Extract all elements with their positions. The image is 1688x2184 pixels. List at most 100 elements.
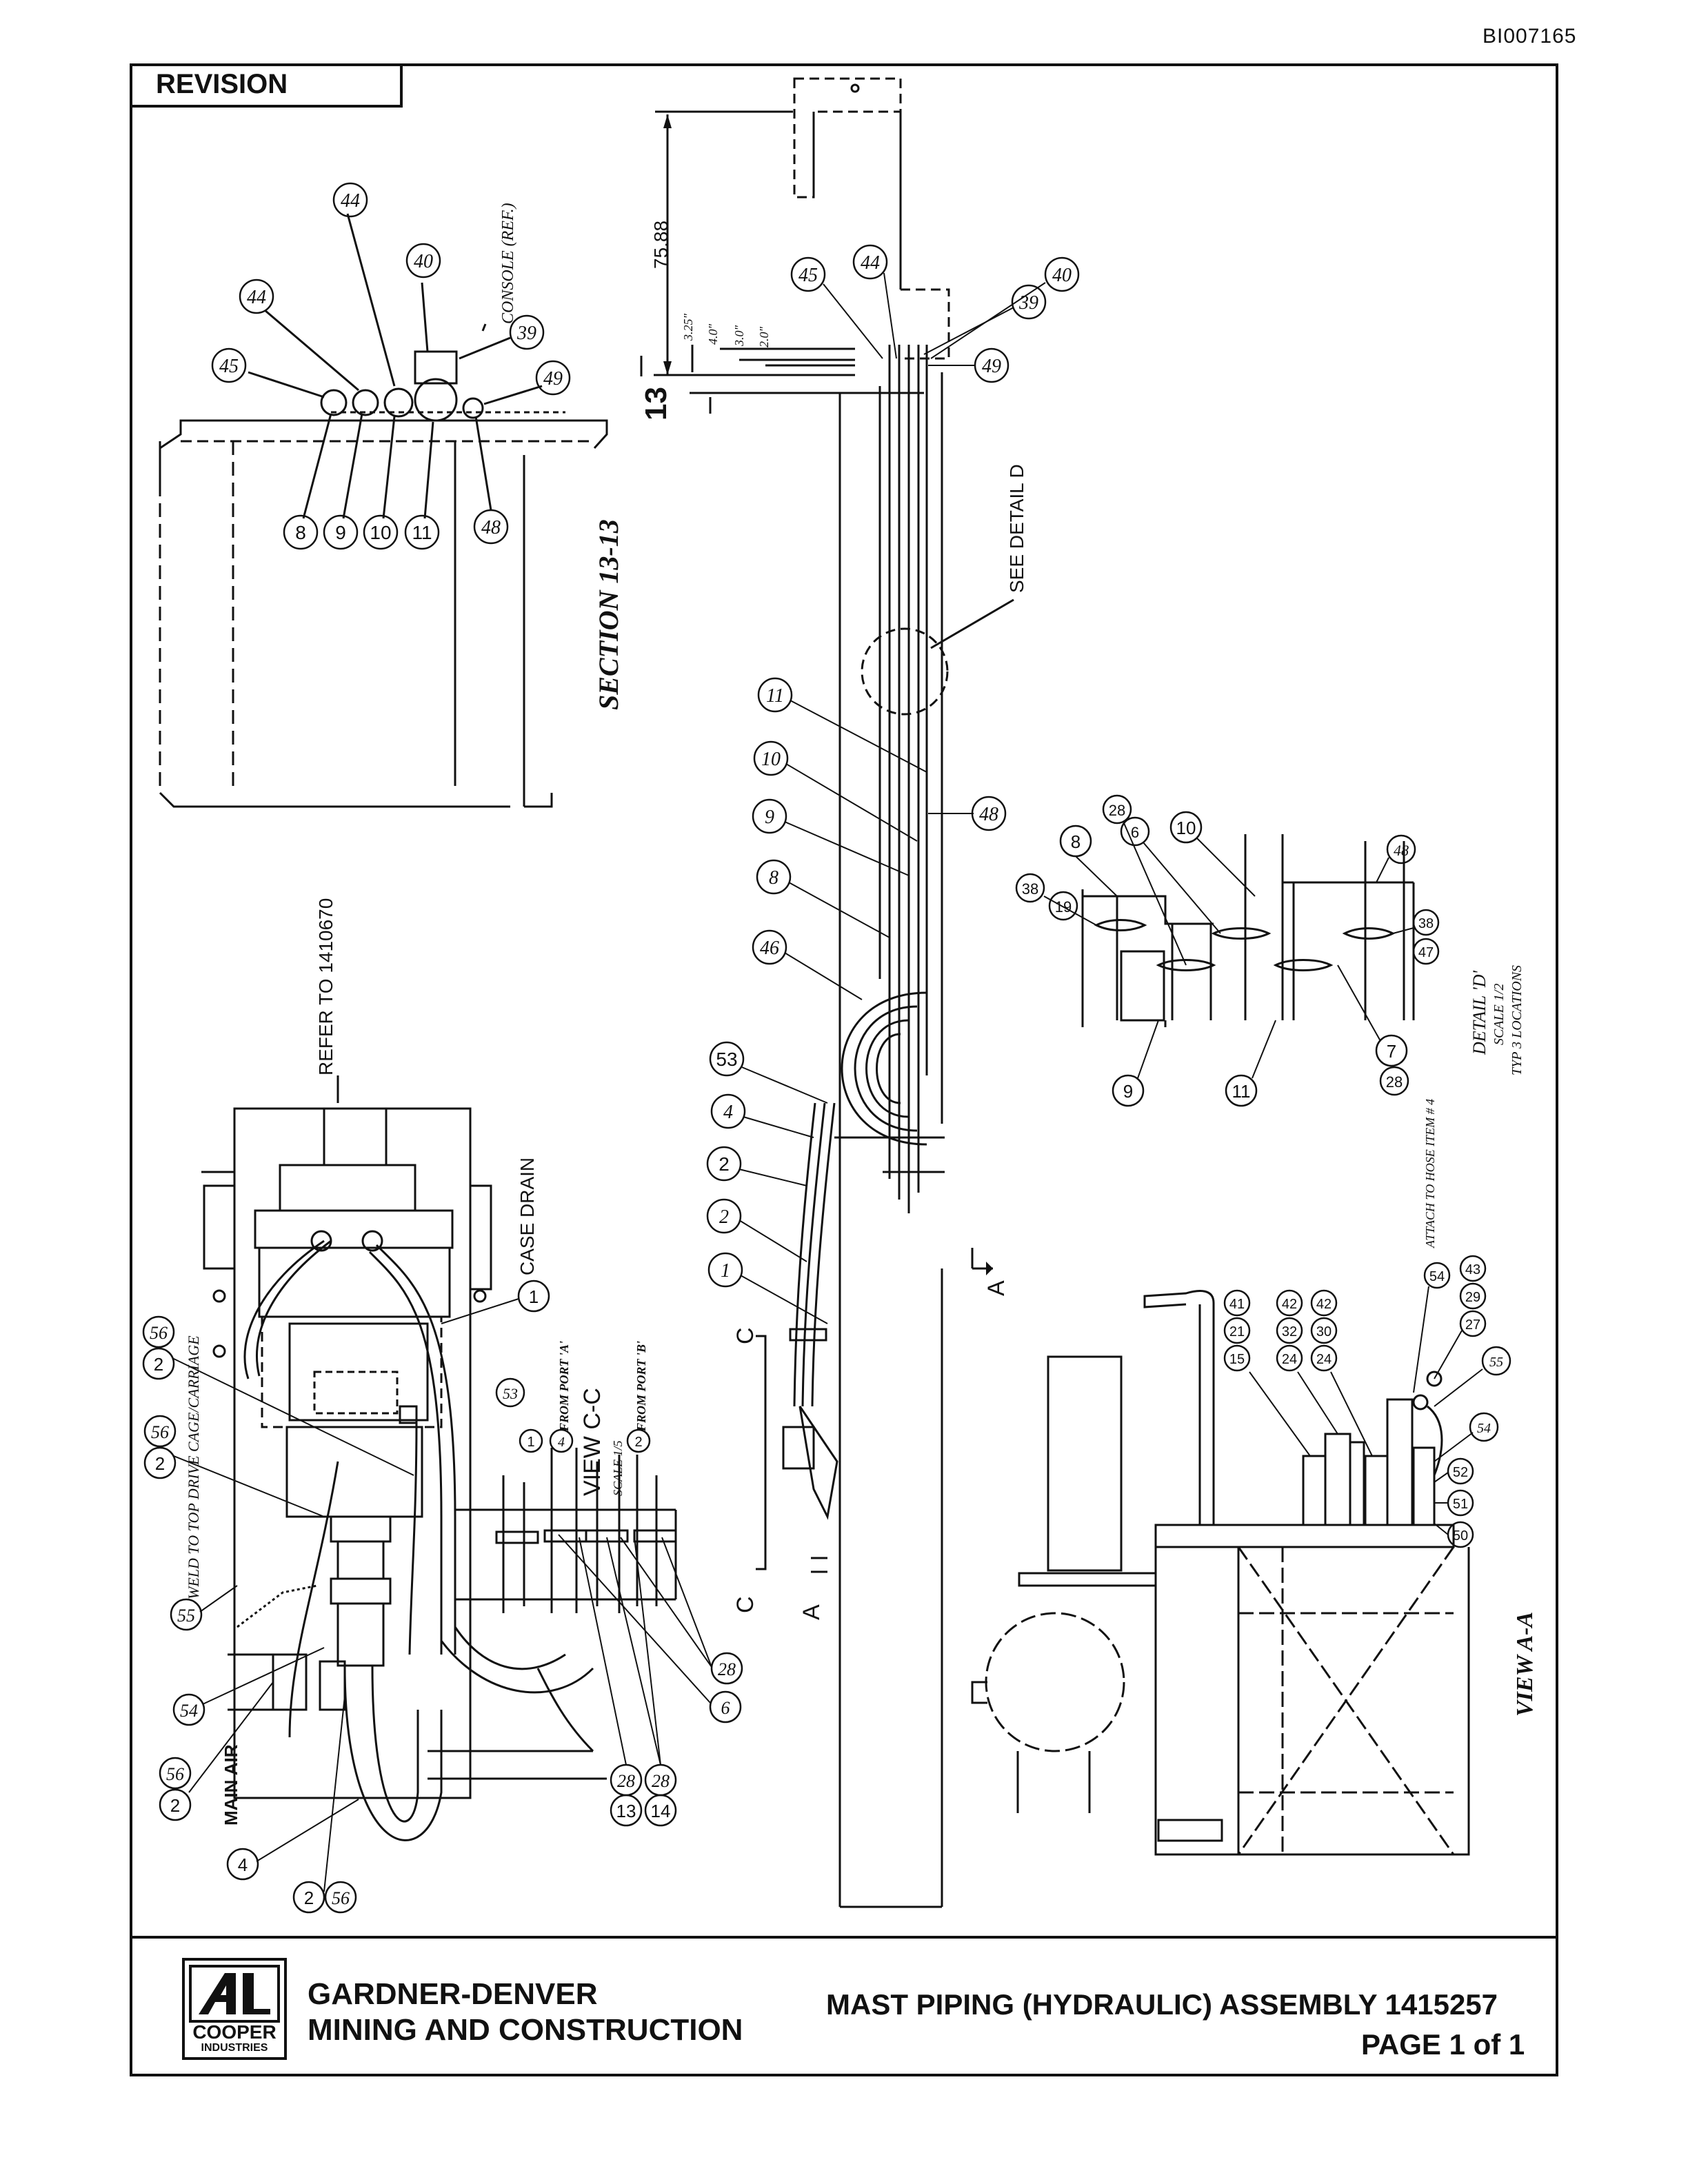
balloon-label: 24 [1282, 1352, 1297, 1367]
balloon-label: 42 [1282, 1297, 1297, 1312]
balloon-label: 47 [1418, 945, 1434, 960]
section-13-13-title: SECTION 13-13 [593, 519, 624, 710]
balloon-label: 56 [151, 1422, 169, 1442]
weld-note: WELD TO TOP DRIVE CAGE/CARRIAGE [185, 1335, 202, 1599]
detail-d-note: TYP 3 LOCATIONS [1509, 965, 1525, 1075]
balloon-label: 10 [370, 522, 391, 543]
balloon-label: 28 [652, 1771, 670, 1791]
hydraulic-leaders [172, 1298, 712, 1892]
balloon-label: 8 [769, 867, 778, 889]
balloon-label: 14 [651, 1801, 671, 1821]
balloon-label: 11 [412, 522, 432, 543]
detail-d-leaders [1043, 822, 1414, 1079]
balloon-label: 56 [332, 1888, 350, 1908]
balloon-label: 52 [1453, 1465, 1468, 1480]
balloon-label: 2 [719, 1153, 730, 1175]
dimension-main: 75.88 [650, 221, 672, 269]
cut-mark-a-left: A [798, 1604, 825, 1620]
balloon-label: 38 [1418, 916, 1434, 931]
from-port-b-note: FROM PORT 'B' [634, 1341, 648, 1432]
section-13-13-view [159, 213, 608, 808]
balloon-label: 54 [180, 1701, 198, 1721]
balloon-label: 40 [414, 251, 433, 272]
assembly-title: MAST PIPING (HYDRAULIC) ASSEMBLY 1415257 [826, 1988, 1498, 2021]
balloon-label: 28 [1386, 1073, 1403, 1091]
balloon-label: 55 [177, 1606, 195, 1626]
balloon-label: 53 [716, 1049, 737, 1070]
balloon-label: 11 [766, 685, 784, 707]
drawing-canvas: 44 40 44 39 45 49 8 9 10 11 48 CONSOLE (… [142, 77, 1538, 1914]
logo-text-1: COOPER [192, 2021, 277, 2043]
view-a-a [971, 1290, 1470, 1856]
balloon-label: 41 [1229, 1297, 1245, 1312]
from-port-a-note: FROM PORT 'A' [557, 1341, 571, 1432]
balloon-label: 9 [1123, 1081, 1133, 1102]
balloon-label: 4 [558, 1435, 565, 1450]
mast-leaders [738, 272, 1046, 1324]
balloon-label: 2 [719, 1206, 729, 1228]
balloon-label: 39 [1018, 292, 1038, 314]
document-id: BI007165 [1483, 25, 1577, 48]
balloon-label: 10 [1176, 818, 1196, 838]
balloon-label: 39 [516, 323, 536, 344]
balloon-label: 11 [1232, 1081, 1251, 1102]
balloon-label: 13 [616, 1801, 636, 1821]
balloon-label: 45 [219, 356, 239, 377]
mast-elevation-balloons: 45 44 39 40 49 11 10 9 8 46 48 53 4 2 2 … [706, 244, 1080, 1288]
balloon-label: 28 [617, 1771, 635, 1791]
view-a-a-title: VIEW A-A [1512, 1612, 1538, 1717]
balloon-label: 54 [1429, 1269, 1445, 1284]
balloon-label: 21 [1229, 1324, 1245, 1339]
balloon-label: 2 [304, 1888, 314, 1908]
refer-note: REFER TO 1410670 [315, 898, 336, 1075]
balloon-label: 1 [527, 1435, 534, 1450]
detail-d-scale: SCALE 1/2 [1491, 984, 1507, 1045]
balloon-label: 10 [761, 749, 781, 770]
balloon-label: 4 [238, 1854, 248, 1875]
company-name-line-2: MINING AND CONSTRUCTION [308, 2013, 743, 2047]
balloon-label: 28 [1109, 802, 1125, 819]
attach-note: ATTACH TO HOSE ITEM # 4 [1423, 1099, 1437, 1248]
balloon-label: 48 [481, 517, 501, 538]
logo-text-2: INDUSTRIES [201, 2042, 268, 2054]
balloon-label: 44 [341, 190, 360, 212]
balloon-label: 48 [1394, 842, 1409, 859]
main-air-label: MAIN AIR [221, 1744, 241, 1826]
dimension-4: 2.0" [757, 327, 771, 348]
logo-glyph-icon [199, 1973, 270, 2014]
page-number: PAGE 1 of 1 [1361, 2028, 1525, 2061]
section-mark-13: 13 [639, 387, 673, 421]
balloon-label: 46 [760, 938, 779, 959]
balloon-label: 29 [1465, 1290, 1480, 1305]
balloon-label: 8 [1071, 831, 1081, 852]
hydraulic-balloons: 1 2 56 2 56 55 54 2 56 4 2 56 53 1 4 2 2… [142, 1280, 743, 1914]
detail-d-title: DETAIL 'D' [1469, 970, 1489, 1055]
cut-mark-c-top: C [732, 1327, 758, 1344]
company-name-line-1: GARDNER-DENVER [308, 1977, 598, 2011]
view-a-a-leaders [1249, 1286, 1483, 1535]
balloon-label: 6 [1131, 824, 1139, 841]
balloon-label: 6 [721, 1698, 730, 1718]
balloon-label: 42 [1316, 1297, 1332, 1312]
balloon-label: 8 [295, 522, 306, 543]
revision-box: REVISION [130, 63, 403, 108]
balloon-label: 2 [634, 1435, 642, 1450]
balloon-label: 49 [982, 356, 1001, 377]
cut-mark-a-right: A [983, 1280, 1009, 1296]
balloon-label: 2 [155, 1453, 165, 1474]
hydraulic-view [201, 1075, 677, 1841]
dimension-2: 4.0" [706, 324, 720, 345]
balloon-label: 49 [543, 368, 563, 390]
balloon-label: 43 [1465, 1262, 1480, 1277]
balloon-label: 1 [529, 1286, 539, 1307]
see-detail-note: SEE DETAIL D [1006, 464, 1027, 593]
view-cc-scale: SCALE 1/5 [611, 1440, 625, 1496]
balloon-label: 44 [247, 287, 266, 308]
balloon-label: 27 [1465, 1317, 1480, 1333]
balloon-label: 15 [1229, 1352, 1245, 1367]
balloon-label: 4 [723, 1102, 733, 1123]
case-drain-label: CASE DRAIN [516, 1157, 538, 1275]
balloon-label: 54 [1477, 1421, 1491, 1436]
balloon-label: 55 [1489, 1355, 1503, 1370]
balloon-label: 53 [503, 1385, 518, 1402]
